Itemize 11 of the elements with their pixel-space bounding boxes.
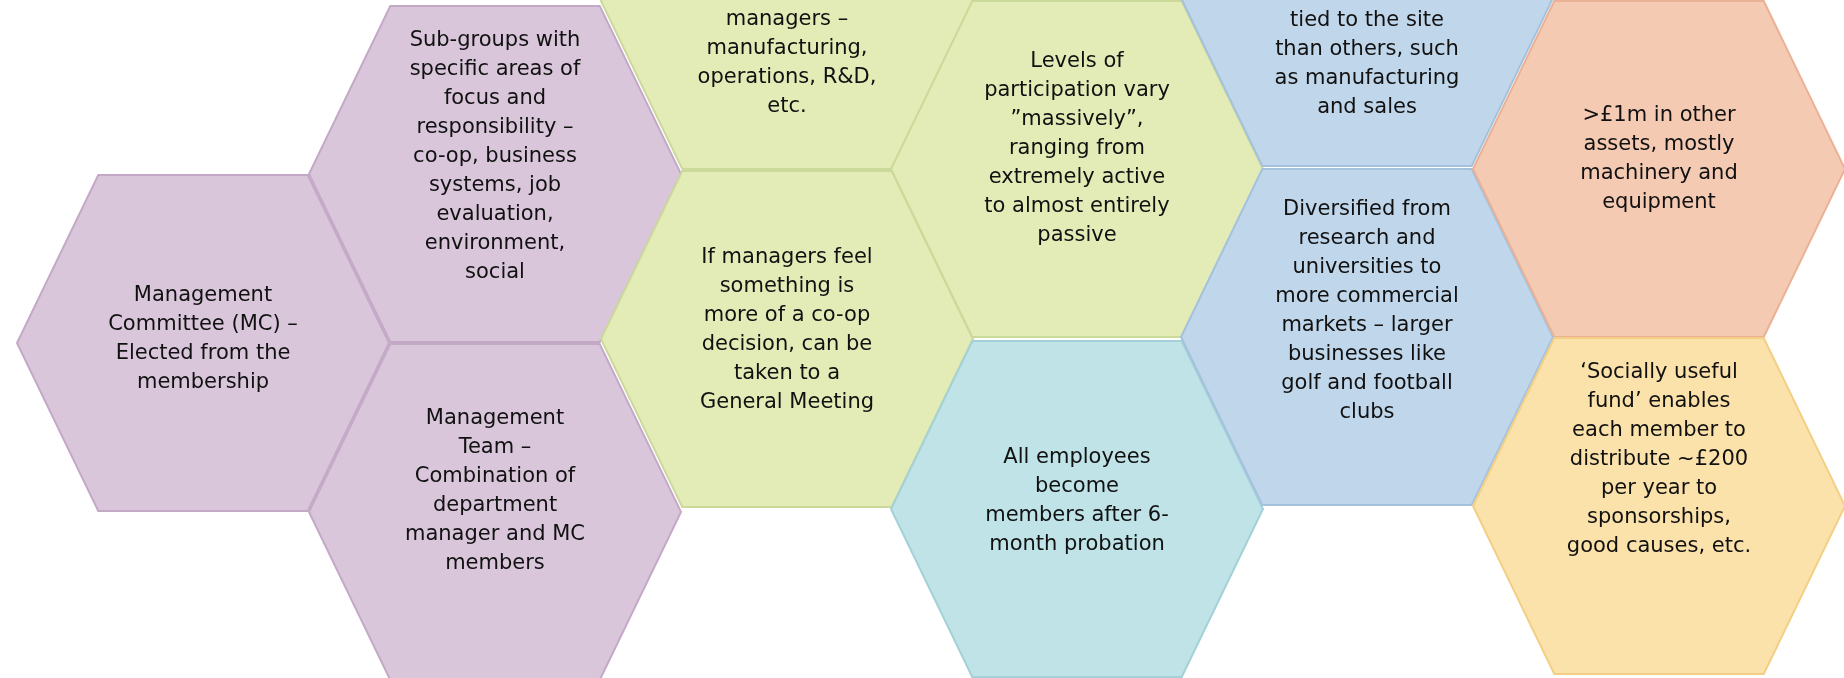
hexagon-text: All employees become members after 6-month probation bbox=[984, 443, 1170, 557]
hexagon-text: ‘Socially useful fund’ enables each member to distribute ~£200 per year to sponsorships, good causes, etc. bbox=[1565, 358, 1753, 559]
hexagon-text: Diversified from research and universities to more commercial markets – larger businesses like golf and football clubs bbox=[1274, 195, 1460, 425]
hexagon-text: tied to the site than others, such as manufacturing and sales bbox=[1273, 6, 1461, 120]
hexagon-text: Management Team – Combination of department manager and MC members bbox=[404, 404, 586, 576]
hexagon-text: Sub-groups with specific areas of focus and responsibility – co-op, business systems, job evaluation, environment, social bbox=[408, 26, 582, 285]
hexagon-text: If managers feel something is more of a co-op decision, can be taken to a General Meeting bbox=[698, 243, 876, 415]
hexagon-text: Management Committee (MC) – Elected from the membership bbox=[108, 281, 298, 395]
hexagon-text: Levels of participation vary ”massively”, ranging from extremely active to almost entirely passive bbox=[983, 47, 1171, 248]
hexagon-text: >£1m in other assets, mostly machinery and equipment bbox=[1579, 101, 1739, 215]
hexagon-text: managers – manufacturing, operations, R&D, etc. bbox=[696, 5, 878, 119]
